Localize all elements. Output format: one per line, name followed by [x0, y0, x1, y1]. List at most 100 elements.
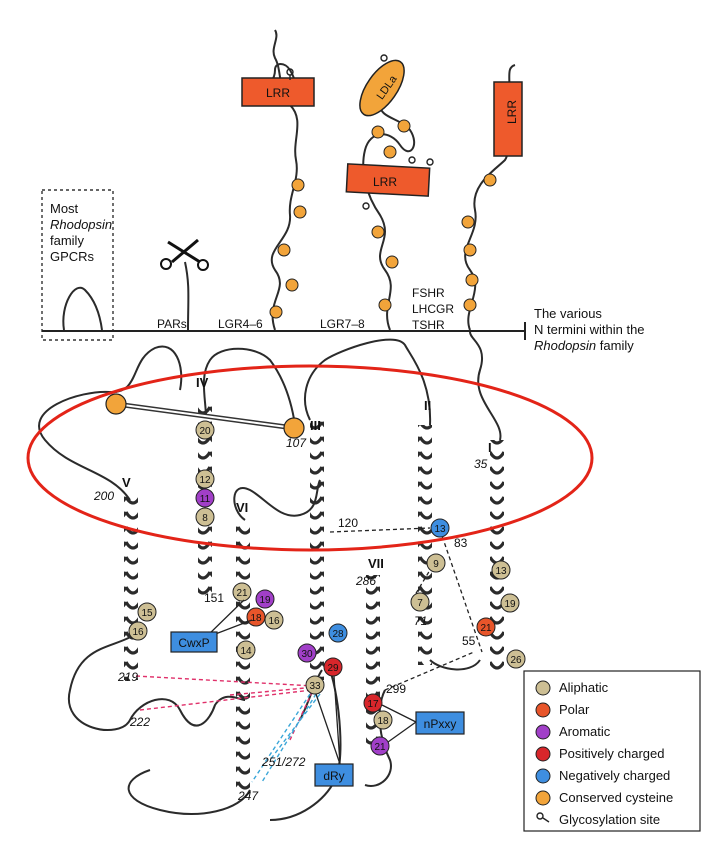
helix-label-III: III [310, 418, 321, 433]
legend-polar: Polar [559, 702, 590, 717]
residue-aliphatic [195, 420, 215, 440]
nterm-line-1: The various [534, 306, 602, 321]
residue-aliphatic [236, 640, 256, 660]
residue-label: 21 [480, 623, 492, 634]
pos-251-272: 251/272 [261, 755, 306, 769]
ldla-domain [359, 59, 405, 117]
scissors-icon [160, 238, 209, 271]
residue-polar [476, 617, 496, 637]
residue-aliphatic [410, 592, 430, 612]
motif-npxxy [415, 711, 465, 735]
residue-aliphatic [500, 593, 520, 613]
lrr-label-3: LRR [505, 100, 519, 124]
helix-label-IV: IV [196, 375, 209, 390]
box-line-2: Rhodopsin [50, 217, 112, 232]
residue-label: 9 [433, 559, 439, 570]
residue-positive [323, 657, 343, 677]
motif-npxxy-label: nPxxy [424, 717, 457, 731]
pars-label: PARs [157, 317, 187, 331]
residue-label: 13 [434, 524, 446, 535]
legend-aliphatic: Aliphatic [559, 680, 609, 695]
highlight-ellipse [26, 364, 594, 552]
lhcgr-label: LHCGR [412, 302, 454, 316]
blue-dashes [251, 693, 321, 783]
lrr-box-tshr [493, 81, 523, 157]
motif-cwxp-label: CwxP [178, 636, 209, 650]
cysteine-bridge-right [283, 417, 305, 439]
residue-label: 8 [202, 513, 208, 524]
residue-label: 18 [250, 613, 262, 624]
residue-label: 26 [510, 655, 522, 666]
residue-label: 19 [259, 595, 271, 606]
nterm-cysteines [269, 119, 497, 319]
residue-aromatic [195, 488, 215, 508]
box-line-3: family [50, 233, 84, 248]
residue-aliphatic [195, 469, 215, 489]
legend-box [523, 670, 701, 832]
motif-cwxp [170, 631, 218, 653]
residue-label: 17 [367, 699, 379, 710]
helix-V [124, 495, 138, 680]
residue-label: 7 [417, 598, 423, 609]
legend: Aliphatic Polar Aromatic Positively char… [523, 670, 701, 832]
pos-200: 200 [93, 489, 114, 503]
residue-label: 18 [377, 716, 389, 727]
residue-aliphatic [195, 507, 215, 527]
residue-label: 16 [268, 616, 280, 627]
helix-label-II: II [424, 398, 431, 413]
pars-nterm [184, 261, 190, 331]
residue-label: 21 [236, 588, 248, 599]
lgr78-label: LGR7–8 [320, 317, 365, 331]
legend-negative: Negatively charged [559, 768, 670, 783]
pos-151: 151 [204, 591, 224, 605]
residue-aliphatic [305, 675, 325, 695]
legend-aromatic: Aromatic [559, 724, 611, 739]
pos-247: 247 [237, 789, 259, 803]
residue-label: 14 [240, 646, 252, 657]
legend-swatch-aliphatic [535, 680, 551, 696]
pos-35: 35 [474, 457, 488, 471]
lrr-box-lgr78 [345, 163, 431, 197]
tshr-label: TSHR [412, 318, 445, 332]
lgr46-label: LGR4–6 [218, 317, 263, 331]
pos-219: 219 [117, 670, 138, 684]
helix-I [490, 440, 504, 670]
pos-71: 71 [414, 614, 427, 628]
glycosylation-icon [536, 812, 550, 823]
residue-aliphatic [506, 649, 526, 669]
pos-83: 83 [454, 536, 468, 550]
helix-label-VI: VI [236, 500, 248, 515]
pos-222: 222 [129, 715, 150, 729]
residue-label: 15 [141, 608, 153, 619]
legend-swatch-cysteine [535, 790, 551, 806]
rhodopsin-family-box [41, 189, 114, 341]
lrr-label-2: LRR [373, 175, 397, 189]
residue-aliphatic [264, 610, 284, 630]
residue-label: 13 [495, 566, 507, 577]
residue-aromatic [255, 589, 275, 609]
helix-label-I: I [488, 440, 492, 455]
lgr46-nterm [270, 29, 299, 331]
pos-120: 120 [338, 516, 358, 530]
nterm-line-2: N termini within the [534, 322, 645, 337]
residue-label: 21 [374, 742, 386, 753]
residue-label: 19 [504, 599, 516, 610]
residue-label: 33 [309, 681, 321, 692]
pos-286: 286 [355, 574, 376, 588]
legend-positive: Positively charged [559, 746, 665, 761]
motif-dry [314, 763, 354, 787]
interaction-dashes [329, 527, 483, 691]
residue-label: 28 [332, 629, 344, 640]
residue-label: 29 [327, 663, 339, 674]
residue-label: 11 [200, 494, 211, 505]
lrr-box-lgr46 [241, 77, 315, 107]
residue-aliphatic [426, 553, 446, 573]
motif-dry-label: dRy [323, 769, 344, 783]
legend-swatch-positive [535, 746, 551, 762]
residue-aliphatic [137, 602, 157, 622]
residue-label: 16 [132, 627, 144, 638]
pos-55: 55 [462, 634, 476, 648]
legend-swatch-negative [535, 768, 551, 784]
nterm-line-3: Rhodopsin family [534, 338, 634, 353]
